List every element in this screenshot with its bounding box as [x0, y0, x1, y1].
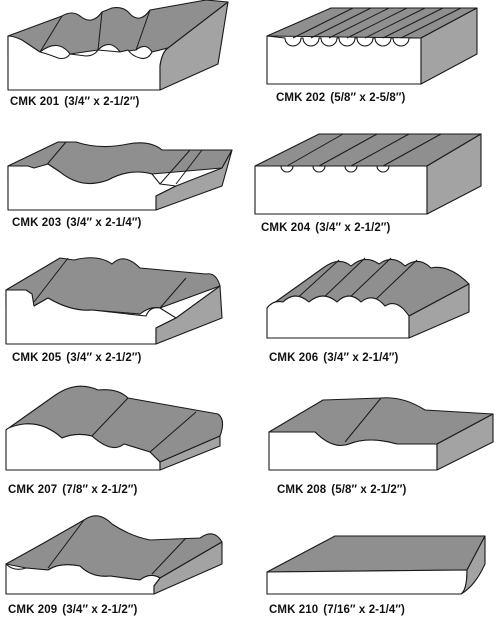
molding-profile-210-icon: [266, 535, 486, 595]
profile-code: CMK 208: [277, 484, 327, 496]
molding-profile-209-icon: [5, 515, 223, 595]
profile-size: (3/4″ x 2-1/4″): [66, 217, 142, 229]
profile-code: CMK 206: [269, 352, 319, 364]
profile-tile-208: CMK 208 (5/8″ x 2-1/2″): [249, 374, 497, 498]
profile-size: (5/8″ x 2-5/8″): [330, 92, 406, 104]
molding-profile-201-icon: [7, 0, 229, 91]
molding-profile-205-icon: [5, 257, 223, 345]
profile-code: CMK 210: [269, 604, 319, 616]
molding-profile-208-icon: [268, 397, 494, 471]
profile-tile-204: CMK 204 (3/4″ x 2-1/2″): [249, 124, 497, 248]
profile-code: CMK 209: [8, 604, 58, 616]
profile-tile-205: CMK 205 (3/4″ x 2-1/2″): [0, 250, 248, 374]
molding-profile-207-icon: [5, 385, 224, 471]
molding-profile-202-icon: [266, 7, 478, 85]
profile-tile-206: CMK 206 (3/4″ x 2-1/4″): [249, 250, 497, 374]
profile-tile-209: CMK 209 (3/4″ x 2-1/2″): [0, 498, 248, 622]
profile-size: (3/4″ x 2-1/2″): [62, 604, 138, 616]
profile-caption: CMK 201 (3/4″ x 2-1/2″): [10, 96, 139, 108]
profile-caption: CMK 205 (3/4″ x 2-1/2″): [12, 352, 141, 364]
molding-profile-204-icon: [254, 133, 482, 215]
profile-caption: CMK 202 (5/8″ x 2-5/8″): [276, 92, 405, 104]
profile-code: CMK 201: [10, 96, 60, 108]
profile-size: (7/8″ x 2-1/2″): [62, 484, 138, 496]
profile-caption: CMK 203 (3/4″ x 2-1/4″): [12, 217, 141, 229]
profile-tile-201: CMK 201 (3/4″ x 2-1/2″): [0, 0, 248, 124]
profile-caption: CMK 206 (3/4″ x 2-1/4″): [269, 352, 398, 364]
molding-profile-206-icon: [266, 257, 470, 339]
profile-tile-203: CMK 203 (3/4″ x 2-1/4″): [0, 124, 248, 248]
profile-size: (3/4″ x 2-1/4″): [323, 352, 399, 364]
profile-code: CMK 202: [276, 92, 326, 104]
profile-tile-202: CMK 202 (5/8″ x 2-5/8″): [249, 0, 497, 124]
profile-code: CMK 203: [12, 217, 62, 229]
profile-tile-210: CMK 210 (7/16″ x 2-1/4″): [249, 498, 497, 622]
profile-size: (3/4″ x 2-1/2″): [66, 352, 142, 364]
profile-caption: CMK 209 (3/4″ x 2-1/2″): [8, 604, 137, 616]
profile-tile-207: CMK 207 (7/8″ x 2-1/2″): [0, 374, 248, 498]
profile-code: CMK 204: [261, 222, 311, 234]
profile-caption: CMK 204 (3/4″ x 2-1/2″): [261, 222, 390, 234]
profile-size: (3/4″ x 2-1/2″): [315, 222, 391, 234]
profile-code: CMK 207: [8, 484, 58, 496]
profile-size: (3/4″ x 2-1/2″): [64, 96, 140, 108]
profile-size: (5/8″ x 2-1/2″): [331, 484, 407, 496]
profile-caption: CMK 207 (7/8″ x 2-1/2″): [8, 484, 137, 496]
profile-caption: CMK 210 (7/16″ x 2-1/4″): [269, 604, 405, 616]
profile-size: (7/16″ x 2-1/4″): [323, 604, 405, 616]
profile-code: CMK 205: [12, 352, 62, 364]
molding-profile-203-icon: [7, 141, 233, 211]
profile-caption: CMK 208 (5/8″ x 2-1/2″): [277, 484, 406, 496]
